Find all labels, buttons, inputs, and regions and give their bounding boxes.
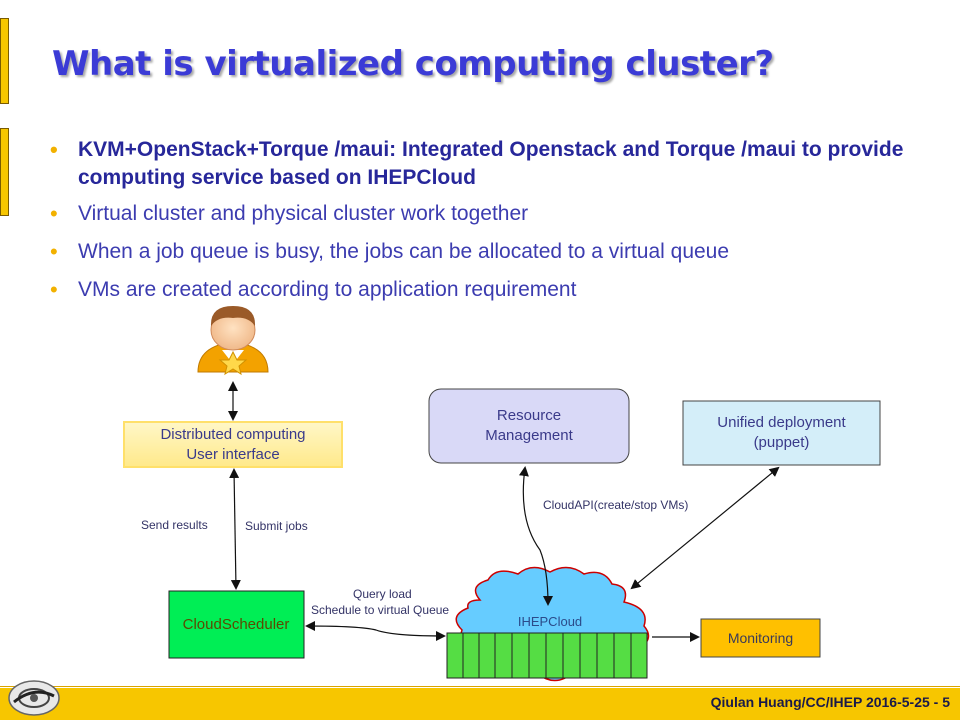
bullet-item: •VMs are created according to applicatio… [50, 277, 577, 302]
send-results-label: Send results [141, 518, 208, 532]
unified-deployment-label: Unified deployment (puppet) [717, 414, 846, 451]
cloud-scheduler-label: CloudScheduler [182, 616, 290, 633]
bullet-dot-icon: • [50, 277, 58, 302]
accent-bar-middle [0, 128, 9, 216]
deployment-to-cloud-arrow [630, 466, 780, 590]
bullet-dot-icon: • [50, 239, 58, 264]
cloud-scheduler-box [168, 590, 305, 659]
submit-jobs-label: Submit jobs [245, 519, 308, 533]
monitoring-box [700, 618, 821, 658]
bullet-dot-icon: • [50, 201, 58, 226]
bullet-item: •When a job queue is busy, the jobs can … [50, 239, 730, 264]
bullet-list: •KVM+OpenStack+Torque /maui: Integrated … [50, 136, 930, 314]
accent-bar-top [0, 18, 9, 104]
scheduler-to-cloud-arrow [305, 621, 446, 641]
footer-credit: Qiulan Huang/CC/IHEP 2016-5-25 - 5 [710, 694, 950, 710]
interface-to-scheduler-arrow [229, 468, 241, 590]
bullet-item: •Virtual cluster and physical cluster wo… [50, 201, 529, 226]
bullet-dot-icon: • [50, 137, 58, 162]
footer-bar [0, 688, 960, 720]
query-load-label: Query load [353, 587, 412, 601]
resource-management-label: Resource Management [485, 407, 573, 444]
footer-divider [0, 686, 960, 687]
cloud-api-label: CloudAPI(create/stop VMs) [543, 498, 689, 512]
slide-title: What is virtualized computing cluster? [52, 44, 774, 84]
ihep-cloud-label: IHEPCloud [517, 614, 583, 629]
monitoring-label: Monitoring [727, 630, 794, 646]
user-interface-box [123, 421, 343, 468]
resource-to-cloud-arrow [518, 466, 553, 606]
schedule-virtual-label: Schedule to virtual Queue [311, 603, 450, 617]
user-avatar-icon [197, 306, 269, 376]
ihep-logo-icon [8, 680, 60, 716]
resource-management-box [428, 388, 630, 464]
user-interface-label: Distributed computing User interface [160, 426, 306, 463]
bullet-item: •KVM+OpenStack+Torque /maui: Integrated … [50, 137, 904, 189]
unified-deployment-box [682, 400, 881, 466]
vm-rack [446, 632, 648, 679]
